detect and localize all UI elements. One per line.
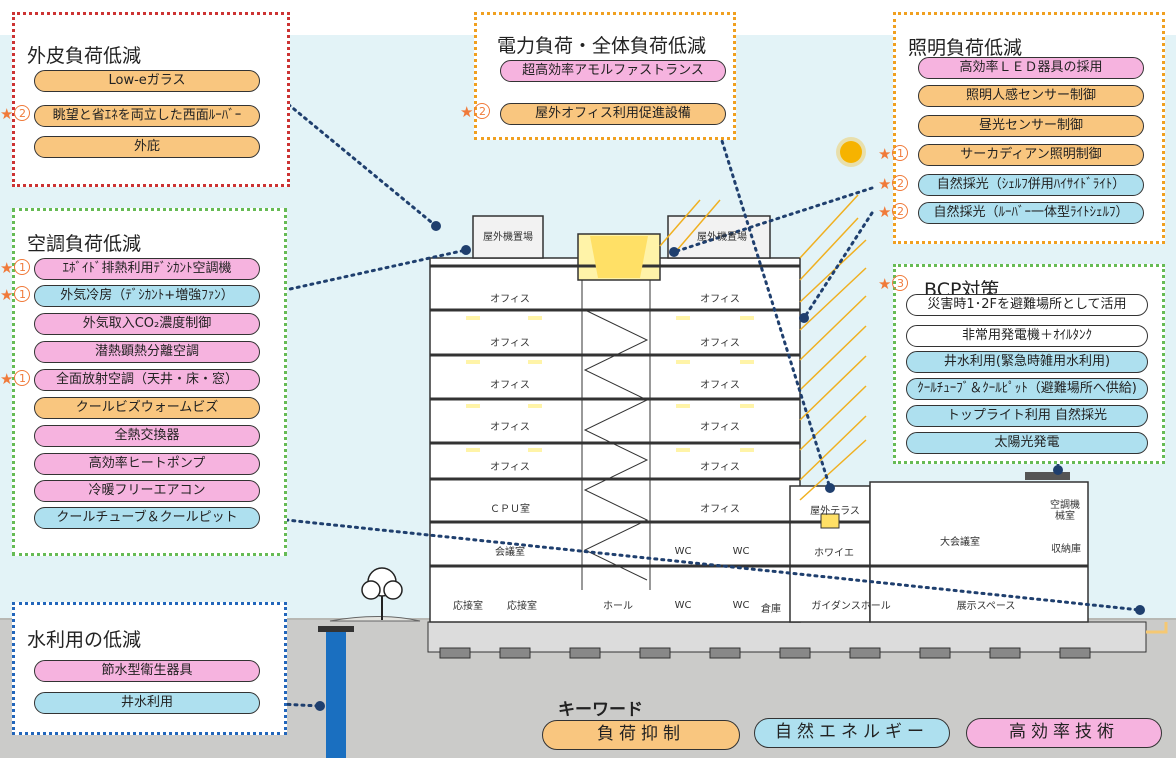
cool-tube — [1146, 622, 1168, 634]
office-label: オフィス — [700, 294, 740, 305]
keyword-natural-energy: 自然エネルギー — [754, 718, 950, 748]
office-label: オフィス — [490, 294, 530, 305]
tower — [429, 215, 1089, 623]
star-badge-1: ★1 — [0, 285, 31, 305]
reception-label: 応接室 — [507, 601, 537, 612]
bcp-item-well-water: 井水利用(緊急時雑用水利用) — [906, 351, 1148, 373]
hvac-item-cool-tube: クールチューブ＆クールピット — [34, 507, 260, 529]
panel-light-title: 照明負荷低減 — [908, 37, 1023, 59]
water-item-fixtures: 節水型衛生器具 — [34, 660, 260, 682]
exhibition-label: 展示スペース — [956, 601, 1016, 612]
keyword-load-reduction: 負荷抑制 — [542, 720, 740, 750]
hall-label: ホール — [603, 601, 633, 612]
big-meeting-label: 大会議室 — [940, 537, 980, 548]
sun-halo — [836, 137, 866, 167]
hvac-item-desiccant: ｴﾎﾞｲﾄﾞ排熱利用ﾃﾞｼｶﾝﾄ空調機 — [34, 258, 260, 280]
bcp-item-toplight: トップライト利用 自然採光 — [906, 405, 1148, 427]
leader-lines — [256, 98, 1142, 708]
light-item-led: 高効率ＬＥＤ器具の採用 — [918, 57, 1144, 79]
star-badge-1: ★1 — [0, 258, 31, 278]
office-label: オフィス — [490, 338, 530, 349]
panel-water-title: 水利用の低減 — [27, 629, 142, 651]
meeting-room-label: 会議室 — [495, 547, 525, 558]
hvac-item-free-aircon: 冷暖フリーエアコン — [34, 480, 260, 502]
terrace-label: 屋外テラス — [810, 506, 860, 517]
warehouse-label: 倉庫 — [761, 604, 781, 615]
well-pipe — [326, 630, 346, 758]
reception-label: 応接室 — [453, 601, 483, 612]
light-item-motion-sensor: 照明人感センサー制御 — [918, 85, 1144, 107]
office-label: オフィス — [700, 504, 740, 515]
star-badge-2: ★2 — [0, 104, 31, 124]
foyer-label: ホワイエ — [814, 548, 854, 559]
bcp-item-cool-tube: ｸｰﾙﾁｭｰﾌﾞ＆ｸｰﾙﾋﾟｯﾄ（避難場所へ供給) — [906, 378, 1148, 400]
office-label: オフィス — [490, 422, 530, 433]
star-badge-2: ★2 — [460, 102, 491, 122]
wc-label: WC — [674, 546, 692, 557]
bcp-item-solar: 太陽光発電 — [906, 432, 1148, 454]
toplight-glow — [590, 236, 648, 278]
hill — [329, 616, 421, 622]
star-badge-3: ★3 — [878, 274, 909, 294]
hvac-item-latent-sensible: 潜熱顕熱分離空調 — [34, 341, 260, 363]
roof-unit-left-label: 屋外機置場 — [483, 232, 533, 243]
wc-label: WC — [674, 600, 692, 611]
star-badge-1: ★1 — [878, 144, 909, 164]
hvac-item-radiant: 全面放射空調（天井・床・窓） — [34, 369, 260, 391]
office-label: オフィス — [490, 380, 530, 391]
star-badge-2: ★2 — [878, 174, 909, 194]
light-item-light-shelf: 自然採光（ﾙｰﾊﾞｰ一体型ﾗｲﾄｼｪﾙﾌ） — [918, 202, 1144, 224]
wc-label: WC — [732, 546, 750, 557]
stair-core — [581, 280, 651, 590]
power-item-outdoor-office: 屋外オフィス利用促進設備 — [500, 103, 726, 125]
office-label: オフィス — [700, 380, 740, 391]
hvac-item-heat-pump: 高効率ヒートポンプ — [34, 453, 260, 475]
mech-room-label: 空調機械室 — [1050, 500, 1080, 522]
leader-dots — [315, 221, 1145, 711]
star-badge-2: ★2 — [878, 202, 909, 222]
star-badge-1: ★1 — [0, 369, 31, 389]
well-cap — [318, 626, 354, 632]
keyword-high-efficiency: 高効率技術 — [966, 718, 1162, 748]
solar-panel — [1025, 472, 1070, 480]
water-item-well: 井水利用 — [34, 692, 260, 714]
power-item-transformer: 超高効率アモルファストランス — [500, 60, 726, 82]
light-item-high-side: 自然採光（ｼｪﾙﾌ併用ﾊｲｻｲﾄﾞﾗｲﾄ） — [918, 174, 1144, 196]
skin-item-low-e: Low-eガラス — [34, 70, 260, 92]
office-label: オフィス — [700, 422, 740, 433]
office-label: オフィス — [700, 462, 740, 473]
panel-skin-title: 外皮負荷低減 — [27, 45, 142, 67]
bcp-item-evacuation: 災害時1･2Fを避難場所として活用 — [906, 294, 1148, 316]
light-item-circadian: サーカディアン照明制御 — [918, 144, 1144, 166]
wc-label: WC — [732, 600, 750, 611]
keyword-title: キーワード — [558, 700, 643, 720]
hvac-item-outdoor-cooling: 外気冷房（ﾃﾞｼｶﾝﾄ+増強ﾌｧﾝ） — [34, 285, 260, 307]
foyer-light — [820, 513, 840, 529]
hvac-item-heat-exchanger: 全熱交換器 — [34, 425, 260, 447]
skin-item-louver: 眺望と省ｴﾈを両立した西面ﾙｰﾊﾞｰ — [34, 105, 260, 127]
ceiling-lights — [466, 316, 754, 452]
sun-icon — [840, 141, 862, 163]
office-label: オフィス — [490, 462, 530, 473]
light-item-daylight-sensor: 昼光センサー制御 — [918, 115, 1144, 137]
panel-hvac-title: 空調負荷低減 — [27, 233, 142, 255]
hvac-item-coolbiz: クールビズウォームビズ — [34, 397, 260, 419]
skin-item-eaves: 外庇 — [34, 136, 260, 158]
footings — [439, 647, 1091, 659]
roof-unit-right-label: 屋外機置場 — [697, 232, 747, 243]
cpu-room-label: ＣＰＵ室 — [490, 504, 530, 515]
storage-label: 収納庫 — [1051, 544, 1081, 555]
panel-skin: 外皮負荷低減 — [12, 12, 290, 187]
tree-icon — [361, 567, 403, 620]
hvac-item-co2: 外気取入CO₂濃度制御 — [34, 313, 260, 335]
guidance-hall-label: ガイダンスホール — [811, 601, 891, 612]
bcp-item-generator: 非常用発電機＋ｵｲﾙﾀﾝｸ — [906, 325, 1148, 347]
panel-power-title: 電力負荷・全体負荷低減 — [497, 35, 707, 57]
office-label: オフィス — [700, 338, 740, 349]
